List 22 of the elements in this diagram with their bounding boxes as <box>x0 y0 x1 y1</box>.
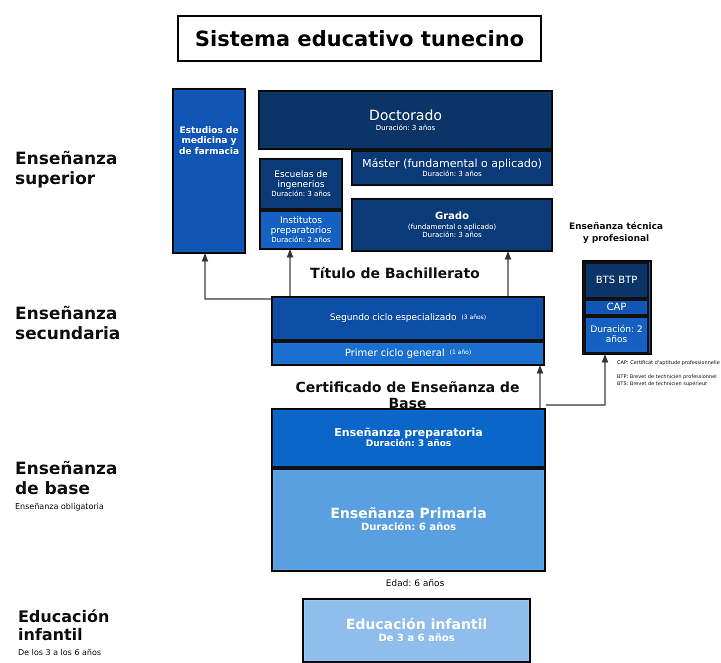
level-heading: Enseñanza de base <box>15 460 118 500</box>
caption-text: Título de Bachillerato <box>309 266 481 282</box>
level-heading: Enseñanza superior <box>15 150 118 190</box>
caption-text: Enseñanza obligatoria <box>15 502 105 512</box>
caption-text: Edad: 6 años <box>384 579 446 590</box>
level-box: CAP <box>584 299 649 316</box>
arrow <box>286 249 294 296</box>
title-box: Sistema educativo tunecino <box>177 15 542 62</box>
level-heading: Educación infantil <box>18 608 110 645</box>
level-box: Estudios de medicina y de farmacia <box>172 88 246 254</box>
arrow <box>546 354 608 406</box>
section-heading: Enseñanza técnica y profesional <box>568 222 664 246</box>
level-heading: Enseñanza secundaria <box>15 305 122 344</box>
level-box: Enseñanza preparatoria Duración: 3 años <box>271 408 546 468</box>
caption-text: De los 3 a los 6 años <box>18 648 102 658</box>
level-box: Educación infantil De 3 a 6 años <box>302 598 531 663</box>
arrow <box>504 251 512 296</box>
arrow <box>536 365 544 408</box>
arrow <box>202 253 271 300</box>
level-box: BTS BTP <box>584 262 649 299</box>
level-box: Enseñanza Primaria Duración: 6 años <box>271 468 546 572</box>
level-box: Duración: 2 años <box>584 316 649 354</box>
